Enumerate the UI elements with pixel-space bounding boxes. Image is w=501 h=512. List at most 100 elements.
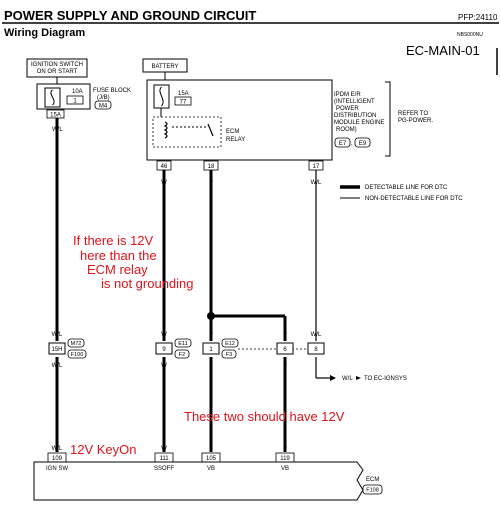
c5-box [307, 342, 325, 355]
fuse-1-slot-box [66, 95, 84, 105]
ipdm-name-4: DISTRIBUTION [334, 113, 376, 119]
ipdm-pin-17: 17 [313, 164, 320, 170]
ecm-pin-119: 119 [280, 456, 290, 462]
c3-wire-top: P [209, 332, 213, 338]
ecm-relay-label-2: RELAY [226, 137, 245, 143]
ipdm-name-2: (INTELLIGENT [334, 99, 375, 105]
diagram-id: EC-MAIN-01 [406, 43, 480, 58]
ecm-relay-box [152, 116, 222, 148]
c4-wire-bot: P [283, 363, 287, 369]
c4-box [276, 342, 294, 355]
ecm-pin-105: 105 [206, 456, 217, 462]
ipdm-conn-comma: , [351, 141, 353, 147]
fuse-1-slot: 1 [73, 99, 77, 105]
c1-pin: 15H [51, 347, 62, 353]
ecm-pin-name-4: VB [281, 466, 289, 472]
fuse-1-amp: 10A [72, 89, 83, 95]
ignition-label-2: ON OR START [37, 69, 78, 75]
ipdm-conn-a: E7 [339, 141, 347, 147]
c3-code-top: E12 [225, 341, 235, 347]
c5-branch-wire: W/L [342, 376, 353, 382]
c2-code-top: E11 [178, 341, 187, 347]
relay-coil-icon [163, 121, 168, 139]
ipdm-conn-b-tag [354, 137, 371, 148]
ecm-name: ECM [366, 477, 379, 483]
c3-box [202, 342, 220, 355]
c3-wire-bot: L [209, 363, 213, 369]
c4-pin: 6 [283, 347, 287, 353]
c1-code-top: M72 [71, 341, 82, 347]
c2-wire-top: W [161, 332, 167, 338]
ecm-pin-name-1: IGN SW [46, 466, 68, 472]
c2-box [155, 342, 173, 355]
ipdm-fuse-slot: 77 [180, 100, 187, 106]
ecm-wire-1: W/L [52, 446, 63, 452]
c1-code-bot: F100 [71, 352, 84, 358]
ecm-wire-3: L [209, 446, 213, 452]
ipdm-fuse-symbol [159, 86, 164, 107]
ipdm-name-1: IPDM E/R [334, 92, 361, 98]
c1-code-top-tag [67, 338, 85, 348]
ignition-label-1: IGNITION SWITCH [31, 62, 83, 68]
doc-code: NBS000NU [457, 32, 483, 38]
c5-wire-top: W/L [311, 332, 322, 338]
ipdm-name-3: POWER [336, 106, 359, 112]
ecm-pin-name-2: SSOFF [154, 466, 174, 472]
note-grounding-1: If there is 12V [73, 233, 154, 248]
ecm-wire-4: P [283, 446, 287, 452]
fuse-block-connector-tag [94, 100, 112, 110]
ipdm-conn-b: E9 [359, 141, 367, 147]
c3-code-bot: F3 [226, 352, 232, 358]
ecm-pin-109: 109 [52, 456, 63, 462]
arrow-right-icon [330, 375, 336, 381]
ipdm-bracket [385, 81, 391, 157]
ecm-connector-tag [362, 484, 383, 495]
fuse-block-out-pin: 15A [50, 113, 61, 119]
refer-label-1: REFER TO [398, 111, 428, 117]
c1-code-bot-tag [67, 349, 87, 359]
ecm-connector: F108 [366, 488, 379, 494]
c5-branch-target: TO EC-IGNSYS [364, 376, 407, 382]
note-grounding-3: ECM relay [87, 262, 148, 277]
c2-code-top-tag [174, 338, 192, 348]
pfp-code: PFP:24110 [458, 13, 498, 22]
c3-code-bot-tag [221, 349, 237, 359]
page-title: POWER SUPPLY AND GROUND CIRCUIT [4, 8, 256, 23]
c1-wire-top: W/L [52, 332, 63, 338]
refer-label-2: PG-POWER. [398, 118, 433, 124]
ecm-pin-111: 111 [159, 456, 169, 462]
c2-wire-bot: W [161, 363, 167, 369]
fuse-block-name-1: FUSE BLOCK [93, 88, 131, 94]
c3-code-top-tag [221, 338, 239, 348]
c3-pin: 1 [209, 347, 213, 353]
battery-label: BATTERY [151, 64, 178, 70]
page-subtitle: Wiring Diagram [4, 27, 85, 39]
c2-code-bot-tag [174, 349, 190, 359]
note-grounding-2: here than the [80, 248, 157, 263]
ref-arrow-icon [356, 376, 361, 380]
ecm-wire-2: W [161, 446, 167, 452]
c1-wire-bot: W/L [52, 363, 63, 369]
legend-detectable: DETECTABLE LINE FOR DTC [365, 185, 448, 191]
c5-pin: 8 [314, 347, 318, 353]
fuse-block-connector: M4 [99, 104, 108, 110]
c2-code-bot: F2 [179, 352, 185, 358]
fuse-block-name-2: (J/B) [97, 95, 110, 101]
ipdm-pin-18: 18 [208, 164, 215, 170]
c4-wire-top: P [283, 332, 287, 338]
ipdm-fuse-slot-box [174, 96, 192, 106]
ecm-box [33, 461, 364, 501]
ipdm-name-5: MODULE ENGINE [334, 120, 384, 126]
legend-non-detectable: NON-DETECTABLE LINE FOR DTC [365, 196, 463, 202]
fuse-1-symbol [50, 89, 55, 106]
note-grounding-4: is not grounding [101, 276, 194, 291]
note-vb-12v: These two should have 12V [184, 409, 345, 424]
ipdm-fuse-amp: 15A [178, 91, 189, 97]
note-key-on: 12V KeyOn [70, 442, 137, 457]
ipdm-name-6: ROOM) [336, 127, 357, 133]
ecm-relay-label-1: ECM [226, 129, 239, 135]
c2-pin: 9 [162, 347, 166, 353]
ipdm-pin-46: 46 [161, 164, 168, 170]
ecm-pin-name-3: VB [207, 466, 215, 472]
